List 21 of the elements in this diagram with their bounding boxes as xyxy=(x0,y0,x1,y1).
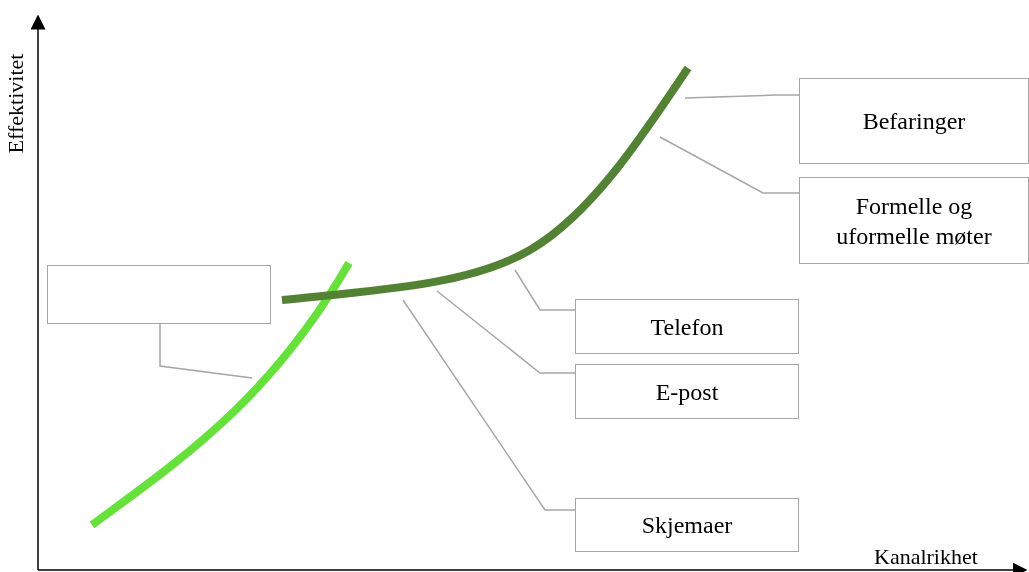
label-box xyxy=(575,364,799,419)
curve xyxy=(89,260,353,529)
leader-line xyxy=(402,299,576,511)
label-box xyxy=(47,265,271,324)
box-label: Befaringer xyxy=(862,107,966,136)
leader-line xyxy=(659,136,800,194)
leader-line xyxy=(514,269,576,311)
box-label: Skjemaer xyxy=(641,511,733,540)
label-box xyxy=(575,299,799,354)
leader-line xyxy=(159,323,253,379)
box-label: Formelle og uformelle møter xyxy=(835,191,993,251)
label-box xyxy=(799,177,1029,264)
box-label: E-post xyxy=(655,377,719,407)
label-box xyxy=(575,498,799,552)
curve xyxy=(281,65,692,304)
label-box xyxy=(799,78,1029,164)
axis-label: Kanalrikhet xyxy=(874,543,978,571)
axis-label: Effektivitet xyxy=(2,53,30,153)
box-label: Telefon xyxy=(650,312,724,342)
leader-line xyxy=(684,94,800,99)
leader-line xyxy=(436,290,576,374)
